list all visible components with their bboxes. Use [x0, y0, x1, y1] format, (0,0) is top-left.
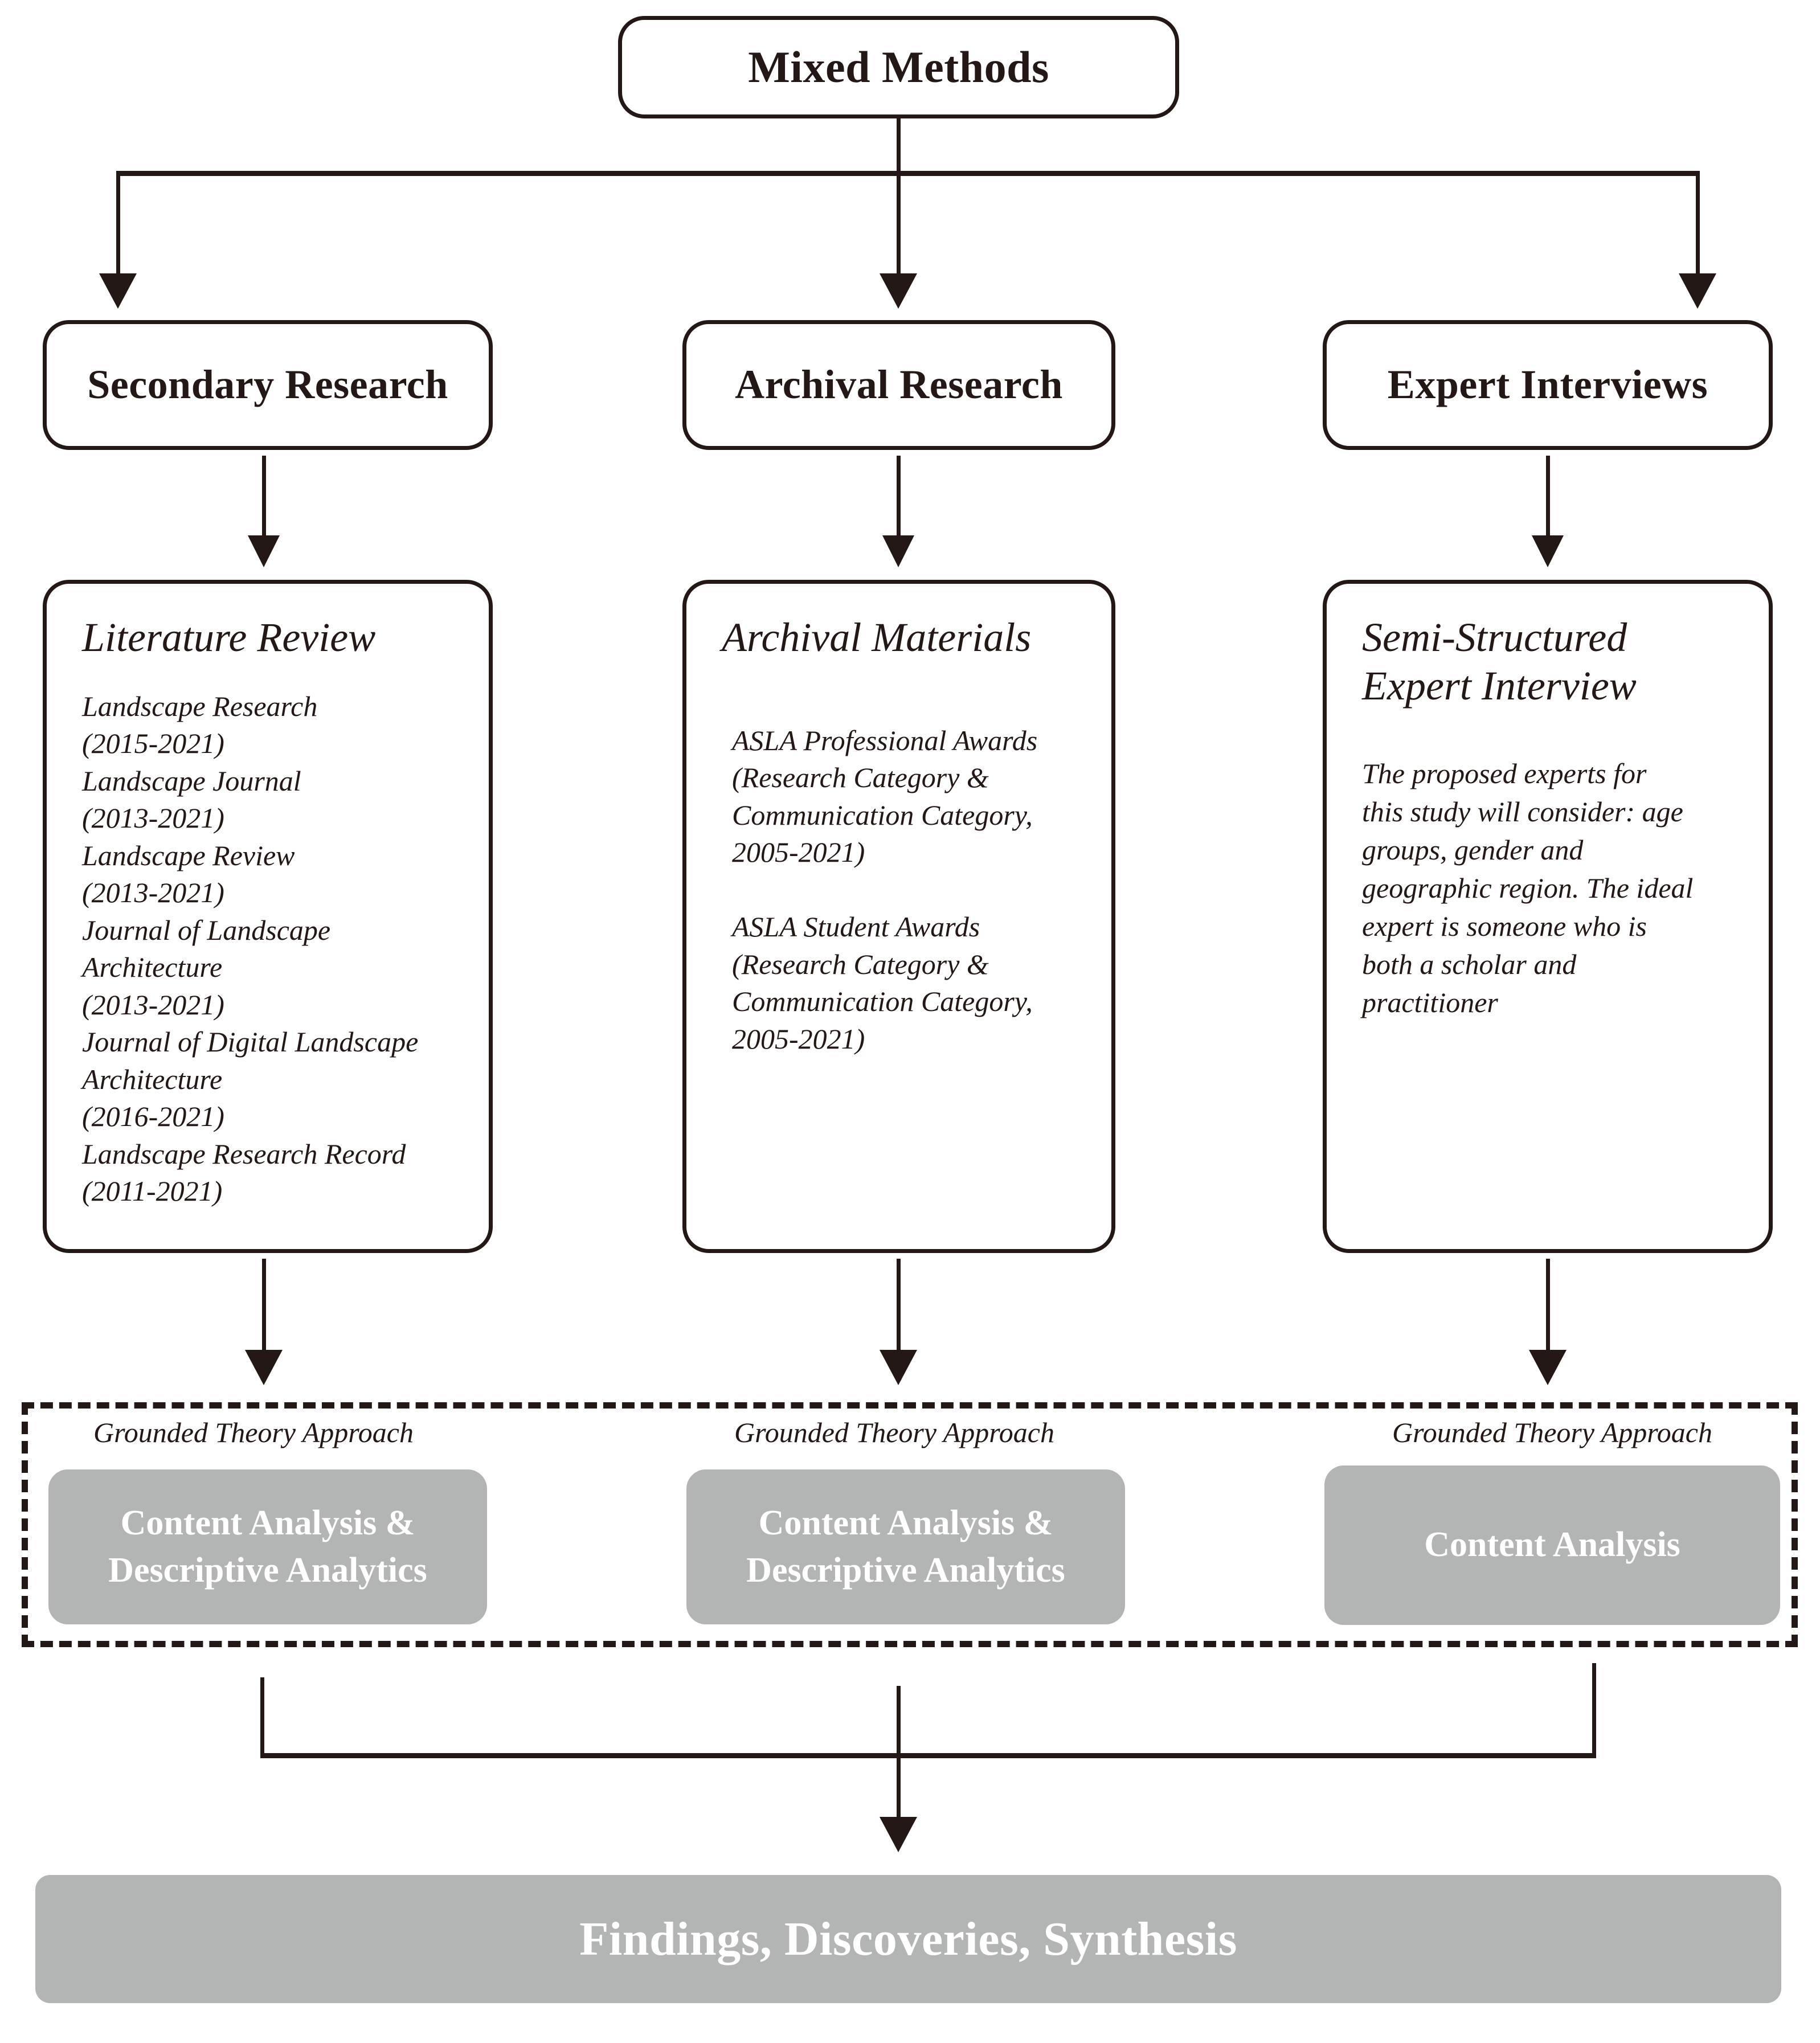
- arrowhead-col1-lvl2: [99, 273, 137, 309]
- card-archival-materials-body: ASLA Professional Awards (Research Categ…: [732, 724, 1038, 1055]
- node-archival-research[interactable]: Archival Research: [682, 320, 1115, 450]
- analysis-box-1-label: Content Analysis & Descriptive Analytics: [108, 1503, 427, 1590]
- card-literature-review-body: Landscape Research (2015-2021) Landscape…: [82, 690, 419, 1207]
- arrowhead-col3-lvl2: [1679, 273, 1716, 309]
- connector-root-stem: [897, 118, 901, 174]
- connector-split-bar: [116, 171, 1700, 176]
- node-secondary-research-label: Secondary Research: [87, 362, 448, 408]
- grounded-theory-label-2: Grounded Theory Approach: [734, 1416, 1054, 1448]
- analysis-region: [22, 1402, 1798, 1647]
- connector-col2-to-card: [897, 456, 901, 542]
- connector-merge-right: [1592, 1663, 1596, 1757]
- node-mixed-methods-label: Mixed Methods: [748, 42, 1049, 92]
- card-semi-structured-interview[interactable]: Semi-Structured Expert Interview The pro…: [1323, 580, 1773, 1253]
- analysis-box-content-descriptive-1[interactable]: Content Analysis & Descriptive Analytics: [48, 1469, 487, 1624]
- node-archival-research-label: Archival Research: [735, 362, 1063, 408]
- connector-col3-to-card: [1546, 456, 1550, 542]
- connector-col1-to-card: [262, 456, 266, 542]
- analysis-box-2-label: Content Analysis & Descriptive Analytics: [746, 1503, 1065, 1590]
- node-expert-interviews[interactable]: Expert Interviews: [1323, 320, 1773, 450]
- connector-merge-stem: [897, 1686, 901, 1823]
- connector-drop-col3: [1696, 171, 1700, 282]
- analysis-box-3-label: Content Analysis: [1424, 1525, 1680, 1565]
- connector-card3-to-analysis: [1546, 1259, 1550, 1356]
- connector-card1-to-analysis: [262, 1259, 266, 1356]
- connector-drop-col1: [116, 171, 120, 282]
- arrowhead-col2-card: [882, 535, 914, 567]
- arrowhead-outcome: [880, 1817, 917, 1852]
- node-mixed-methods[interactable]: Mixed Methods: [618, 16, 1179, 118]
- node-secondary-research[interactable]: Secondary Research: [43, 320, 493, 450]
- analysis-box-content-descriptive-2[interactable]: Content Analysis & Descriptive Analytics: [686, 1469, 1125, 1624]
- node-expert-interviews-label: Expert Interviews: [1387, 362, 1708, 408]
- outcome-findings-label: Findings, Discoveries, Synthesis: [579, 1913, 1237, 1966]
- card-literature-review[interactable]: Literature Review Landscape Research (20…: [43, 580, 493, 1253]
- card-semi-structured-interview-body: The proposed experts for this study will…: [1362, 757, 1694, 1018]
- grounded-theory-label-3: Grounded Theory Approach: [1392, 1416, 1712, 1448]
- card-literature-review-heading: Literature Review: [82, 615, 376, 660]
- card-semi-structured-interview-heading: Semi-Structured Expert Interview: [1362, 615, 1637, 709]
- connector-merge-bar: [260, 1753, 1596, 1758]
- analysis-box-content-analysis-3[interactable]: Content Analysis: [1324, 1465, 1780, 1625]
- card-archival-materials[interactable]: Archival Materials ASLA Professional Awa…: [682, 580, 1115, 1253]
- arrowhead-col3-card: [1532, 535, 1564, 567]
- connector-merge-left: [260, 1677, 264, 1757]
- arrowhead-card3-analysis: [1529, 1350, 1567, 1385]
- card-archival-materials-heading: Archival Materials: [722, 615, 1032, 660]
- connector-card2-to-analysis: [897, 1259, 901, 1356]
- grounded-theory-label-1: Grounded Theory Approach: [93, 1416, 414, 1448]
- outcome-findings-bar[interactable]: Findings, Discoveries, Synthesis: [35, 1875, 1781, 2003]
- arrowhead-card1-analysis: [245, 1350, 283, 1385]
- connector-drop-col2: [897, 171, 901, 282]
- arrowhead-col1-card: [248, 535, 280, 567]
- arrowhead-col2-lvl2: [880, 273, 917, 309]
- arrowhead-card2-analysis: [880, 1350, 917, 1385]
